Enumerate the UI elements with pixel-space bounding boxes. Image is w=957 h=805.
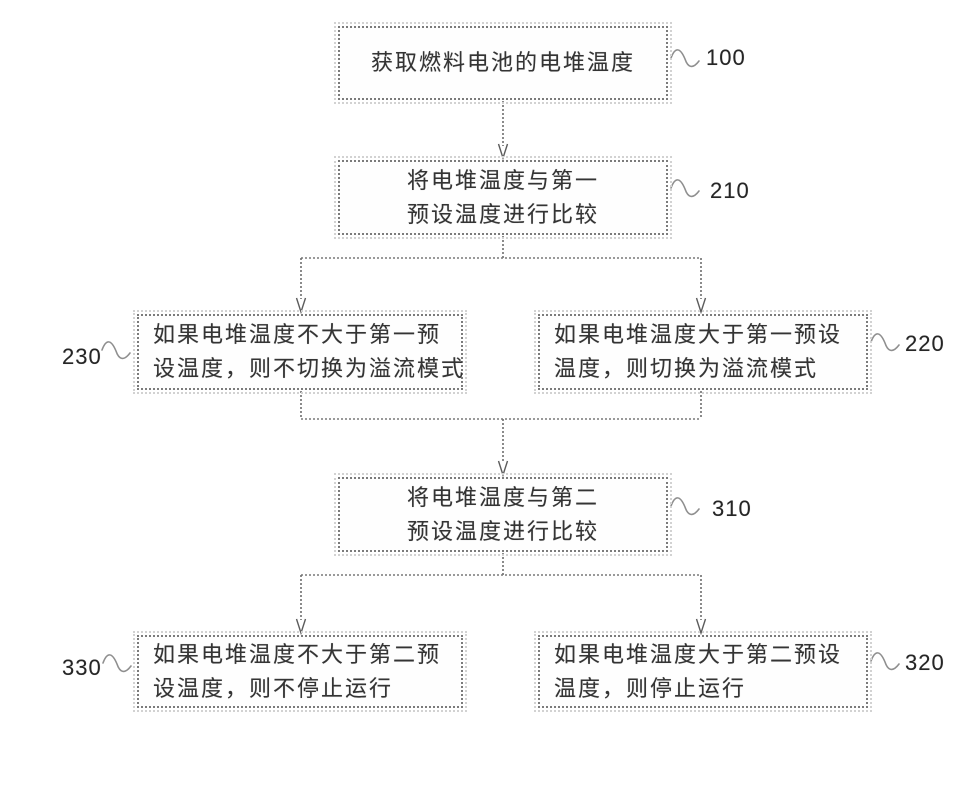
flow-box-100: 获取燃料电池的电堆温度 (334, 22, 672, 104)
flow-box-230: 如果电堆温度不大于第一预 设温度，则不切换为溢流模式 (133, 310, 467, 394)
flow-box-330-line2: 设温度，则不停止运行 (153, 675, 394, 701)
ref-label-220: 220 (905, 331, 945, 356)
merge-to-310 (300, 391, 702, 478)
ref-squiggle-100 (670, 49, 700, 68)
flow-box-310: 将电堆温度与第二 预设温度进行比较 (334, 473, 672, 556)
flow-box-230-line2: 设温度，则不切换为溢流模式 (153, 356, 466, 381)
ref-label-100: 100 (706, 45, 746, 70)
ref-label-330: 330 (62, 655, 102, 680)
flow-box-310-line2: 预设温度进行比较 (406, 518, 599, 544)
flow-box-210-line2: 预设温度进行比较 (406, 201, 599, 227)
flow-box-310-line1: 将电堆温度与第二 (406, 484, 599, 510)
flow-box-220-line1: 如果电堆温度大于第一预设 (554, 322, 843, 347)
ref-label-310: 310 (712, 496, 752, 521)
ref-squiggle-220 (870, 333, 900, 352)
ref-squiggle-230 (101, 341, 131, 360)
flow-box-320-line2: 温度，则停止运行 (554, 675, 747, 701)
flow-box-320: 如果电堆温度大于第二预设 温度，则停止运行 (534, 631, 872, 712)
ref-label-320: 320 (905, 650, 945, 675)
ref-squiggle-320 (870, 652, 900, 671)
flow-box-100-line1: 获取燃料电池的电堆温度 (370, 50, 635, 75)
ref-label-210: 210 (710, 178, 750, 203)
ref-label-230: 230 (62, 344, 102, 369)
ref-squiggle-330 (102, 654, 132, 673)
branch-310-split (295, 553, 707, 636)
flow-box-320-line1: 如果电堆温度大于第二预设 (554, 641, 843, 667)
flow-box-220: 如果电堆温度大于第一预设 温度，则切换为溢流模式 (534, 310, 872, 394)
flow-box-330: 如果电堆温度不大于第二预 设温度，则不停止运行 (133, 631, 467, 712)
flow-box-230-line1: 如果电堆温度不大于第一预 (153, 322, 442, 347)
flow-box-210-line1: 将电堆温度与第一 (406, 167, 599, 193)
ref-squiggle-310 (670, 497, 700, 516)
flow-box-330-line1: 如果电堆温度不大于第二预 (153, 641, 442, 667)
ref-squiggle-210 (670, 179, 700, 198)
arrow-100-to-210 (497, 101, 509, 161)
flow-box-220-line2: 温度，则切换为溢流模式 (554, 356, 819, 381)
branch-210-split (295, 236, 707, 315)
flow-box-210: 将电堆温度与第一 预设温度进行比较 (334, 156, 672, 239)
